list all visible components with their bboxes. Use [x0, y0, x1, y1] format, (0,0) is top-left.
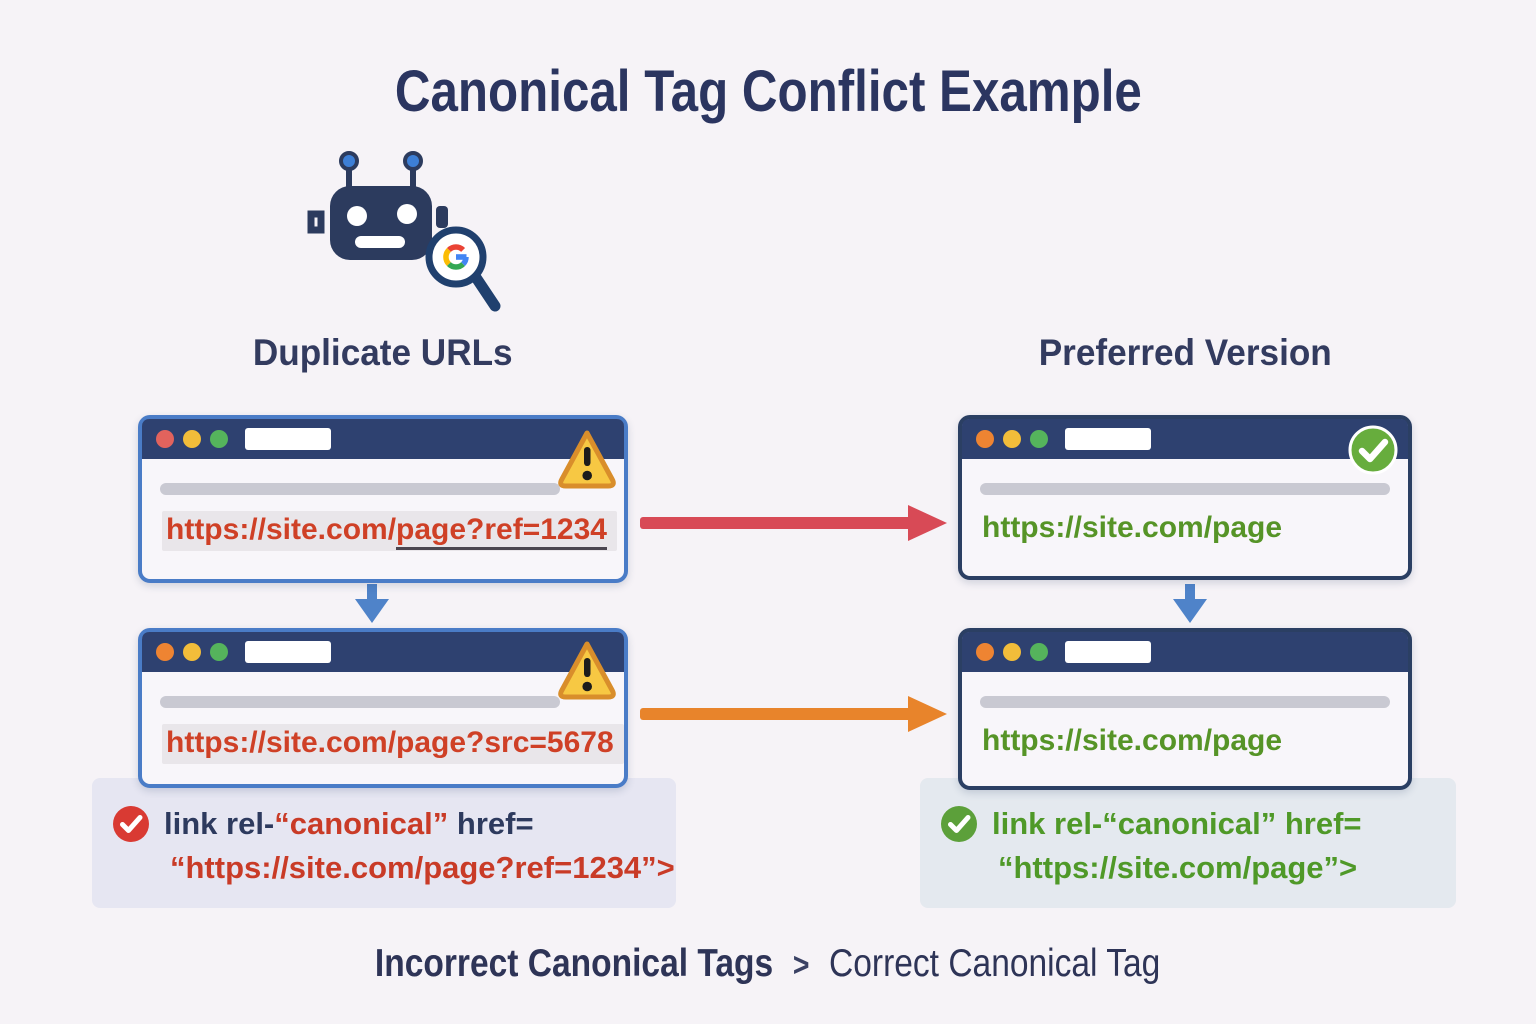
code-line-1: link rel-“canonical” href=: [992, 806, 1362, 841]
content-placeholder-bar: [160, 483, 560, 495]
caption: Incorrect Canonical Tags > Correct Canon…: [0, 942, 1536, 986]
window-address-tab: [245, 428, 331, 450]
window-address-tab: [245, 641, 331, 663]
red-arrow-icon: [640, 505, 947, 541]
window-dot-green: [210, 430, 228, 448]
warning-triangle-icon: [558, 641, 616, 700]
window-dot-red: [156, 430, 174, 448]
window-dot-yellow: [183, 643, 201, 661]
page-title: Canonical Tag Conflict Example: [394, 59, 1142, 124]
robot-antennae: [339, 151, 423, 190]
code-line-2: “https://site.com/page”>: [998, 850, 1358, 886]
url-text: https://site.com/page: [982, 724, 1283, 757]
heading-preferred-version: Preferred Version: [1038, 332, 1332, 373]
red-check-icon: [113, 806, 149, 842]
window-dot-yellow: [183, 430, 201, 448]
window-dot-green: [1030, 643, 1048, 661]
browser-window-duplicate-2: https://site.com/page?src=5678: [138, 628, 628, 788]
url-text: https://site.com/page?src=5678: [162, 724, 624, 764]
window-titlebar: [142, 632, 624, 672]
robot-head: [330, 186, 432, 260]
caption-correct: Correct Canonical Tag: [829, 942, 1161, 985]
code-line-2: “https://site.com/page?ref=1234”>: [170, 850, 675, 886]
window-titlebar: [962, 419, 1408, 459]
code-line-1: link rel-“canonical” href=: [164, 806, 534, 841]
warning-triangle-icon: [558, 430, 616, 489]
google-magnifier-icon: [425, 226, 501, 312]
content-placeholder-bar: [160, 696, 560, 708]
incorrect-canonical-code-box: link rel-“canonical” href= “https://site…: [92, 778, 676, 908]
googlebot-robot-icon: [307, 151, 501, 312]
content-placeholder-bar: [980, 696, 1390, 708]
heading-duplicate-urls: Duplicate URLs: [253, 332, 513, 373]
window-dot-green: [1030, 430, 1048, 448]
window-dot-green: [210, 643, 228, 661]
caption-incorrect: Incorrect Canonical Tags: [375, 942, 774, 985]
green-check-icon: [941, 806, 977, 842]
robot-ear-right: [436, 206, 448, 228]
green-check-icon: [1348, 425, 1398, 475]
url-text: https://site.com/page: [982, 511, 1283, 544]
window-titlebar: [142, 419, 624, 459]
correct-canonical-code-box: link rel-“canonical” href= “https://site…: [920, 778, 1456, 908]
down-arrow-left-icon: [355, 584, 389, 623]
window-dot-red: [976, 643, 994, 661]
url-text: https://site.com/page?ref=1234: [162, 511, 624, 551]
window-dot-red: [976, 430, 994, 448]
google-g-logo: [443, 244, 469, 270]
window-dot-yellow: [1003, 430, 1021, 448]
browser-window-preferred-1: https://site.com/page: [958, 415, 1412, 580]
caption-separator: >: [793, 946, 810, 983]
down-arrow-right-icon: [1173, 584, 1207, 623]
content-placeholder-bar: [980, 483, 1390, 495]
window-dot-yellow: [1003, 643, 1021, 661]
robot-ear-left: [307, 210, 325, 234]
browser-window-preferred-2: https://site.com/page: [958, 628, 1412, 790]
window-address-tab: [1065, 641, 1151, 663]
browser-window-duplicate-1: https://site.com/page?ref=1234: [138, 415, 628, 583]
window-titlebar: [962, 632, 1408, 672]
window-address-tab: [1065, 428, 1151, 450]
window-dot-red: [156, 643, 174, 661]
orange-arrow-icon: [640, 696, 947, 732]
